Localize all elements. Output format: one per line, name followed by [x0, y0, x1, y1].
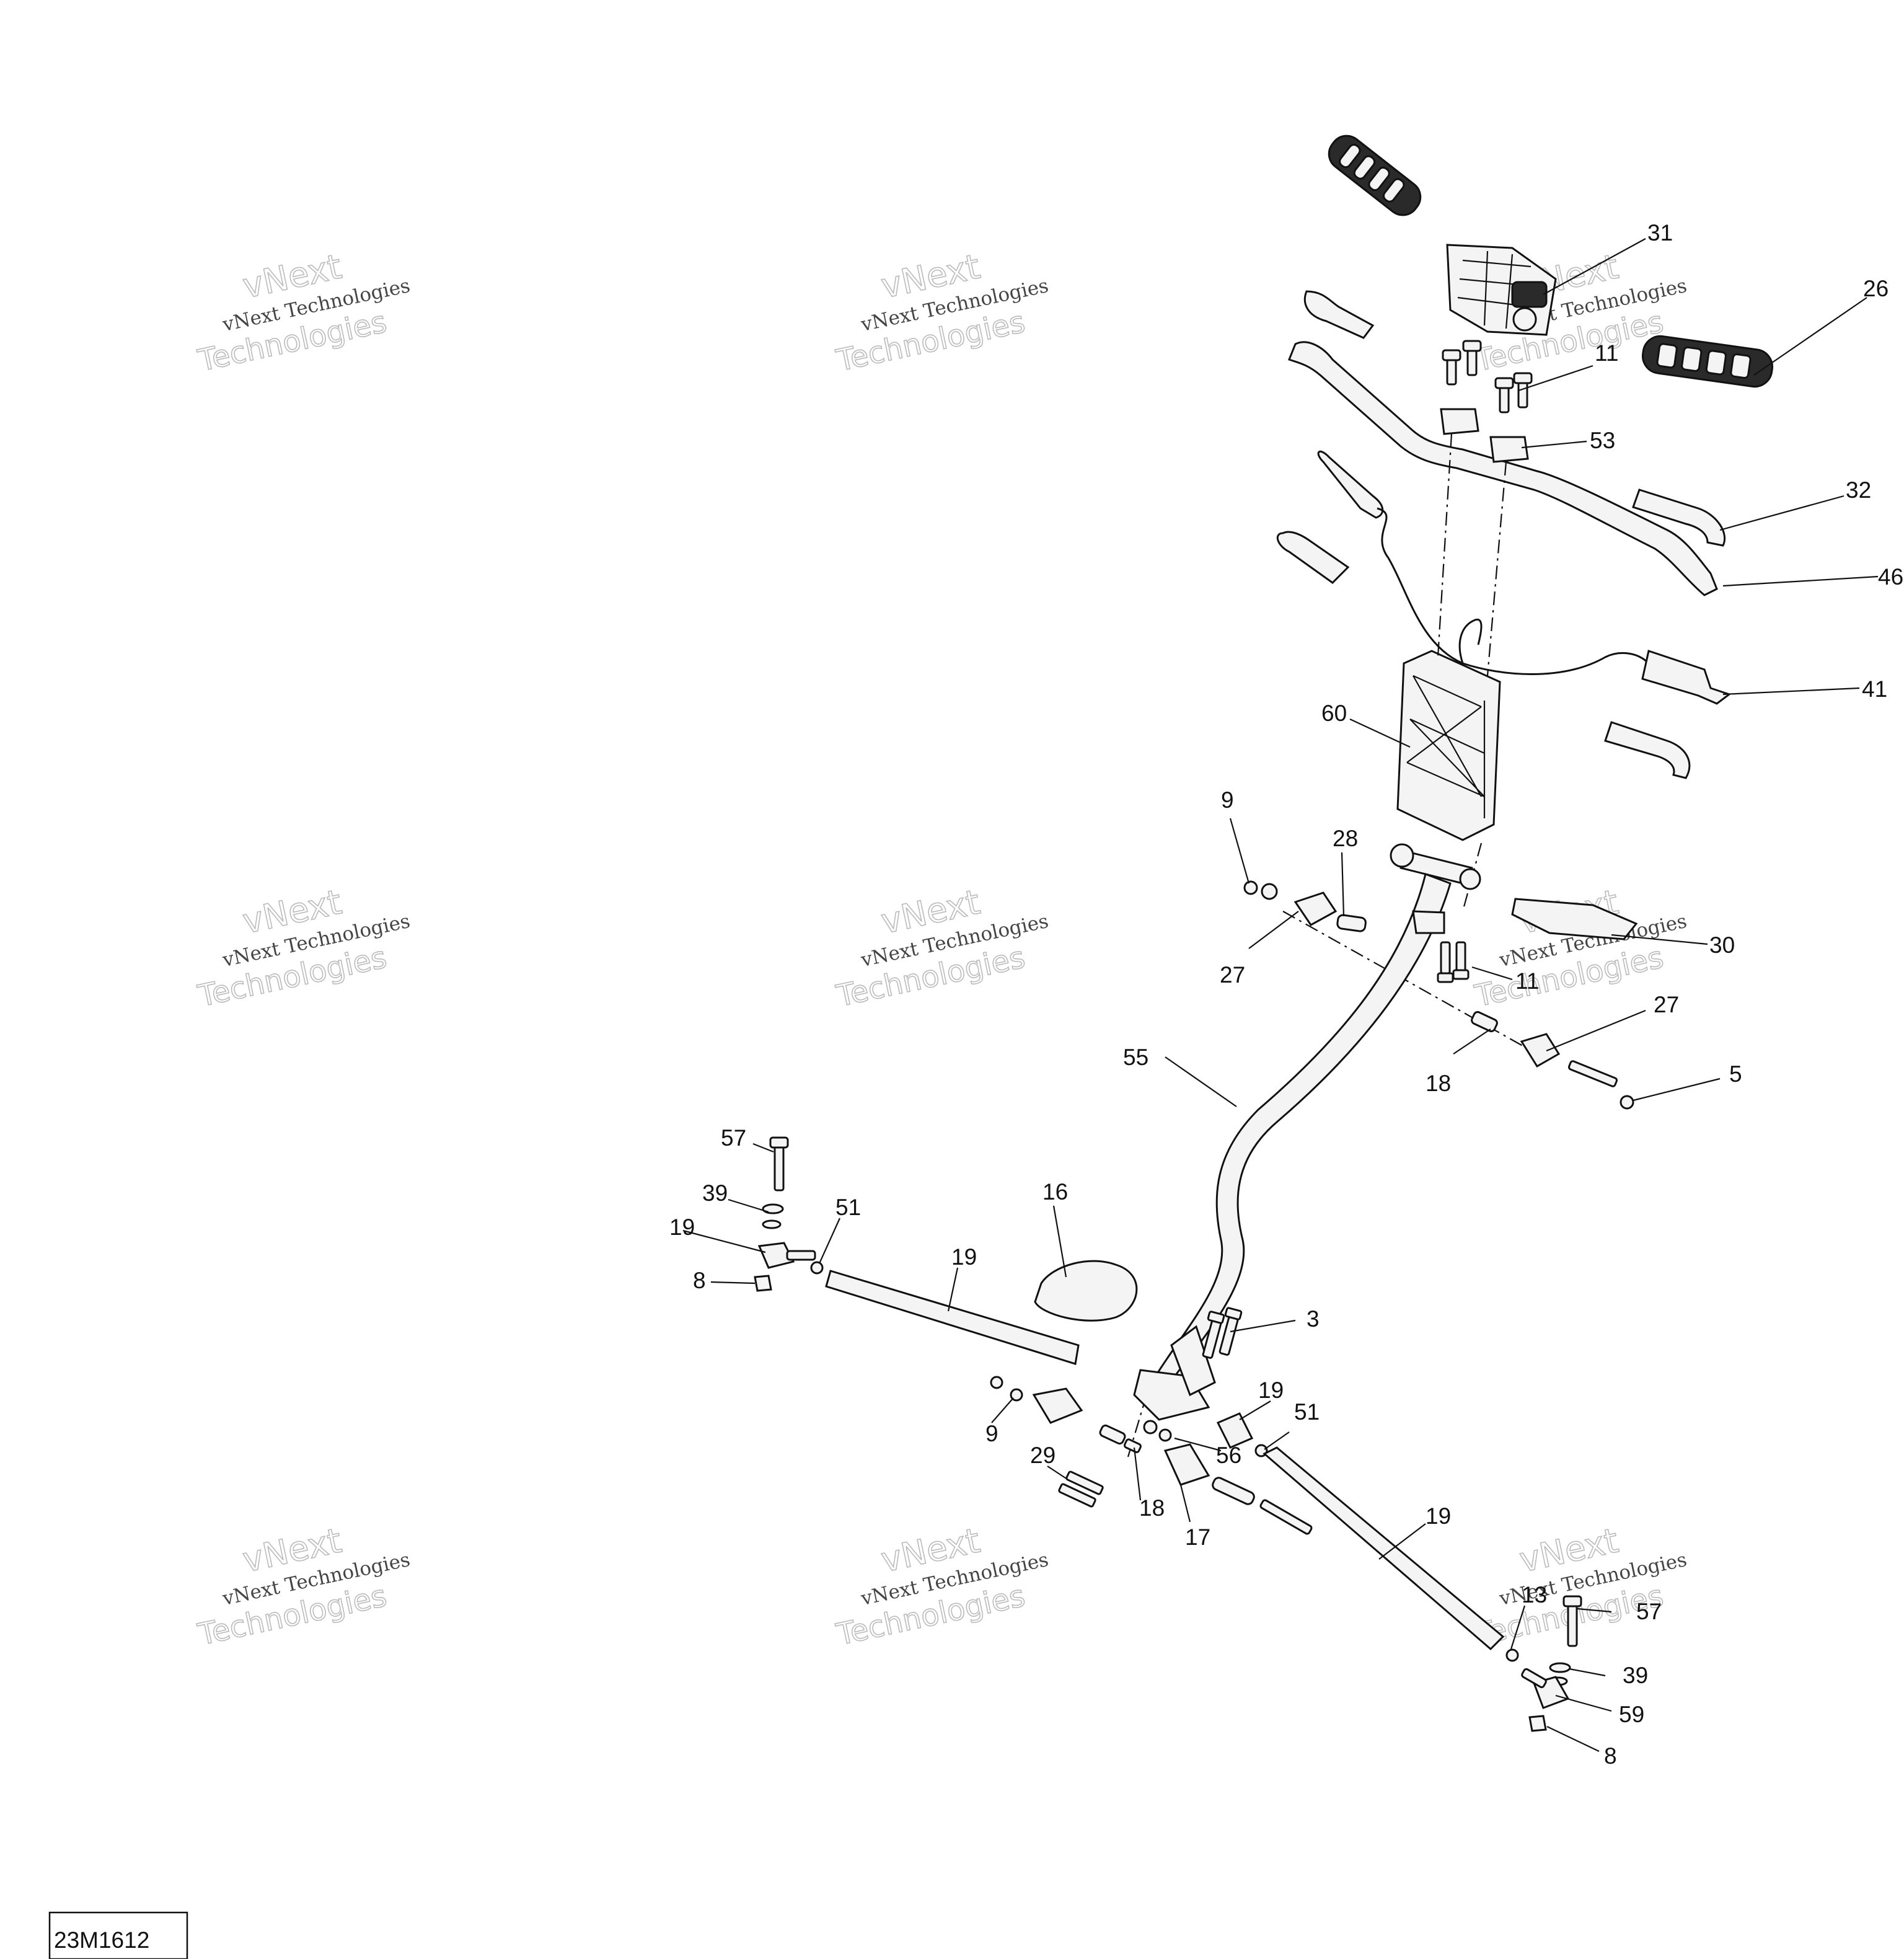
callout-19: 19	[1258, 1377, 1284, 1403]
callout-26: 26	[1863, 276, 1889, 301]
clamp-30	[1511, 898, 1638, 940]
parts-group	[754, 135, 1774, 1732]
callout-51: 51	[1294, 1399, 1320, 1425]
bar-end-32	[1632, 489, 1726, 547]
throttle-housing	[1446, 244, 1557, 336]
callout-18: 18	[1139, 1495, 1165, 1521]
callout-39: 39	[1623, 1663, 1648, 1688]
brake-cable	[1377, 507, 1650, 675]
lower-link-assembly	[990, 1376, 1313, 1535]
lever-41	[1641, 650, 1732, 705]
drawing-reference-box: 23M1612	[48, 1911, 188, 1959]
callout-5: 5	[1729, 1061, 1742, 1087]
tie-rod-left	[825, 1270, 1080, 1365]
drawing-reference-number: 23M1612	[54, 1927, 149, 1953]
tie-rod-right	[1263, 1446, 1505, 1651]
column-top-cap-left	[1390, 843, 1414, 868]
bar-end-upper-left	[1303, 290, 1375, 339]
callout-30: 30	[1709, 932, 1735, 958]
clamp-bolts-upper	[1440, 340, 1533, 463]
callout-60: 60	[1321, 701, 1347, 726]
callout-31: 31	[1647, 220, 1673, 245]
callout-9: 9	[1221, 787, 1234, 813]
callout-11: 11	[1595, 340, 1618, 366]
left-tie-rod-assembly	[754, 1136, 1080, 1365]
watermark-2: vNext vNext Technologies Technologies	[833, 246, 1051, 379]
callout-59: 59	[1619, 1702, 1644, 1727]
lever-lower-right	[1604, 721, 1691, 779]
callout-57: 57	[721, 1125, 746, 1151]
clamp-bolts-lower	[1412, 910, 1470, 983]
callout-11: 11	[1515, 968, 1539, 994]
callout-28: 28	[1333, 826, 1358, 851]
callout-19: 19	[1426, 1503, 1451, 1529]
grip-right	[1641, 335, 1774, 388]
callout-9: 9	[985, 1421, 998, 1446]
watermark-7: vNext vNext Technologies Technologies	[195, 1520, 412, 1653]
callout-27: 27	[1220, 962, 1245, 988]
cover-16	[1034, 1260, 1138, 1322]
upper-link-left	[1243, 880, 1367, 932]
steering-column	[1148, 873, 1452, 1390]
handlebar	[1288, 341, 1718, 596]
callout-27: 27	[1654, 992, 1679, 1017]
callout-19: 19	[669, 1214, 695, 1240]
callout-39: 39	[702, 1180, 728, 1206]
callout-32: 32	[1846, 477, 1871, 503]
watermark-8: vNext vNext Technologies Technologies	[833, 1520, 1051, 1653]
watermark-5: vNext vNext Technologies Technologies	[833, 882, 1051, 1014]
callout-18: 18	[1426, 1071, 1451, 1096]
callout-16: 16	[1042, 1179, 1068, 1205]
right-tie-rod-assembly	[1216, 1412, 1582, 1732]
riser-block	[1396, 650, 1501, 841]
column-top-cap-right	[1459, 868, 1481, 890]
callout-labels: 31 26 11 53 32 46 41 60 9 28 27 30 11 27…	[669, 220, 1903, 1769]
assembly-line-1	[1437, 433, 1453, 658]
callout-3: 3	[1307, 1306, 1320, 1332]
callout-8: 8	[693, 1268, 706, 1293]
assembly-line-2	[1486, 461, 1507, 676]
column-gusset	[1170, 1325, 1216, 1397]
callout-13: 13	[1522, 1582, 1547, 1607]
callout-46: 46	[1878, 564, 1903, 590]
callout-17: 17	[1185, 1524, 1210, 1550]
callout-8: 8	[1604, 1743, 1617, 1769]
callout-56: 56	[1216, 1443, 1241, 1468]
callout-29: 29	[1030, 1443, 1056, 1468]
watermark-group: vNext vNext Technologies Technologies vN…	[195, 246, 1689, 1653]
callout-19: 19	[951, 1244, 977, 1270]
callout-53: 53	[1590, 428, 1615, 453]
leader-lines	[682, 238, 1879, 1752]
upper-link-right	[1471, 1010, 1634, 1110]
watermark-4: vNext vNext Technologies Technologies	[195, 882, 412, 1014]
lever-assembly-left	[1317, 450, 1384, 519]
watermark-1: vNext vNext Technologies Technologies	[195, 246, 412, 379]
grip-left-top	[1328, 135, 1422, 216]
cable-loop	[1458, 618, 1483, 664]
callout-55: 55	[1123, 1045, 1148, 1070]
bar-end-left-lower	[1276, 531, 1350, 584]
callout-41: 41	[1862, 676, 1887, 702]
bolts-3	[1202, 1307, 1243, 1359]
callout-57: 57	[1636, 1599, 1662, 1624]
callout-51: 51	[835, 1195, 861, 1220]
